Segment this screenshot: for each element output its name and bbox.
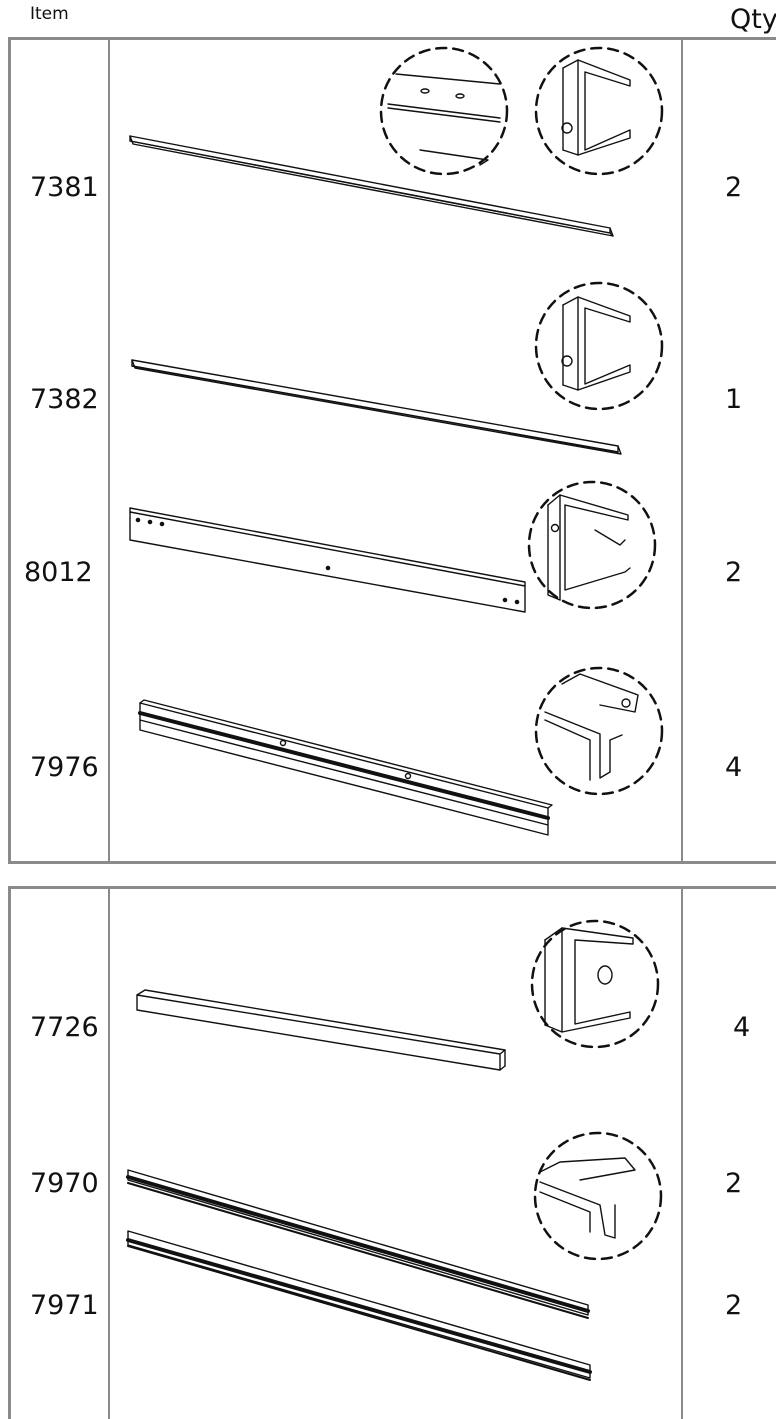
detail-7976-end-profile-icon: [534, 666, 664, 796]
parts-table-panel-1: [8, 37, 776, 864]
item-number-7381: 7381: [30, 172, 99, 203]
part-7976-track-drawing: [138, 699, 553, 836]
qty-7970: 2: [725, 1168, 743, 1199]
detail-7970-7971-end-profile-icon: [533, 1131, 663, 1261]
column-divider-item: [108, 40, 110, 861]
item-number-8012: 8012: [24, 557, 93, 588]
detail-7381-end-profile-icon: [534, 46, 664, 176]
item-number-7971: 7971: [30, 1290, 99, 1321]
column-divider-qty: [681, 889, 683, 1419]
item-number-7726: 7726: [30, 1012, 99, 1043]
qty-7382: 1: [725, 384, 743, 415]
qty-7381: 2: [725, 172, 743, 203]
qty-7971: 2: [725, 1290, 743, 1321]
detail-7381-top-view-icon: [379, 46, 509, 176]
part-7382-rail-drawing: [131, 359, 622, 455]
item-number-7970: 7970: [30, 1168, 99, 1199]
qty-8012: 2: [725, 557, 743, 588]
detail-7382-end-profile-icon: [534, 281, 664, 411]
item-column-header: Item: [30, 4, 69, 24]
detail-7726-end-profile-icon: [530, 919, 660, 1049]
item-number-7382: 7382: [30, 384, 99, 415]
part-7971-track-drawing: [126, 1230, 592, 1381]
detail-8012-end-profile-icon: [527, 480, 657, 610]
part-7381-rail-drawing: [129, 135, 614, 237]
column-divider-item: [108, 889, 110, 1419]
part-7726-channel-drawing: [136, 989, 506, 1071]
part-7970-track-drawing: [126, 1169, 590, 1319]
parts-table-panel-2: [8, 886, 776, 1419]
part-8012-rail-drawing: [129, 507, 526, 613]
column-divider-qty: [681, 40, 683, 861]
qty-column-header: Qty.: [730, 4, 776, 35]
qty-7726: 4: [733, 1012, 751, 1043]
qty-7976: 4: [725, 752, 743, 783]
item-number-7976: 7976: [30, 752, 99, 783]
